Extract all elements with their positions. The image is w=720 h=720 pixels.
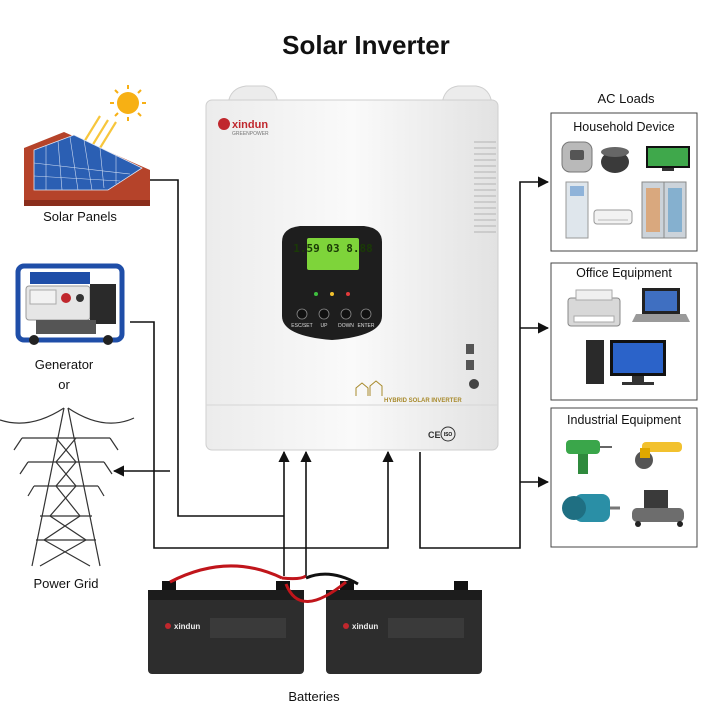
up-key-icon bbox=[318, 308, 330, 320]
down-key-icon bbox=[340, 308, 352, 320]
key-label-enter: ENTER bbox=[358, 323, 375, 329]
diagram-title: Solar Inverter bbox=[282, 30, 450, 60]
drill-icon bbox=[566, 440, 612, 474]
battery-1: xindun bbox=[148, 581, 304, 674]
solar-label: Solar Panels bbox=[43, 209, 117, 224]
product-label: HYBRID SOLAR INVERTER bbox=[384, 398, 462, 404]
air-compressor-icon bbox=[632, 490, 684, 527]
laptop-icon bbox=[632, 288, 690, 322]
output-bus bbox=[419, 176, 550, 549]
angle-grinder-icon bbox=[635, 442, 682, 469]
air-conditioner-icon bbox=[593, 209, 633, 225]
key-label-esc: ESC/SET bbox=[291, 323, 312, 329]
key-label-up: UP bbox=[321, 323, 329, 329]
lcd-screen bbox=[307, 238, 359, 270]
batteries-label: Batteries bbox=[288, 689, 340, 704]
household-box: Household Device bbox=[550, 112, 698, 252]
lcd-readout: 1.59 03 8.88 bbox=[293, 242, 372, 255]
enter-key-icon bbox=[360, 308, 372, 320]
tv-icon bbox=[646, 146, 690, 171]
or-label: or bbox=[58, 377, 70, 392]
rice-cooker-icon bbox=[561, 141, 593, 173]
desktop-computer-icon bbox=[586, 340, 666, 385]
power-tower-icon bbox=[0, 407, 135, 567]
generator-line bbox=[130, 321, 394, 549]
battery-2-brand: xindun bbox=[352, 622, 378, 631]
inverter-unit: xindun GREENPOWER 1.59 03 8.88 ESC/SET U… bbox=[205, 85, 499, 451]
red-cable-top bbox=[169, 564, 283, 584]
battery-2: xindun bbox=[326, 581, 482, 674]
solar-line bbox=[150, 179, 284, 517]
inverter-brand: xindun bbox=[232, 119, 268, 131]
office-label: Office Equipment bbox=[576, 266, 672, 280]
inverter-brand-sub: GREENPOWER bbox=[232, 131, 269, 137]
esc-key-icon bbox=[296, 308, 308, 320]
red-cable-bridge bbox=[284, 580, 347, 603]
battery-1-brand: xindun bbox=[174, 622, 200, 631]
solar-panel-icon bbox=[24, 85, 150, 206]
industrial-label: Industrial Equipment bbox=[567, 413, 681, 427]
ce-mark: CE bbox=[428, 430, 441, 440]
status-leds bbox=[314, 292, 350, 296]
electric-motor-icon bbox=[562, 494, 620, 522]
house-logo-icon bbox=[355, 380, 383, 396]
ac-loads-header: AC Loads bbox=[597, 91, 655, 106]
connection-lines bbox=[112, 176, 550, 576]
generator-icon bbox=[15, 263, 125, 345]
household-label: Household Device bbox=[573, 120, 674, 134]
industrial-box: Industrial Equipment bbox=[550, 407, 698, 548]
generator-label: Generator bbox=[35, 357, 94, 372]
black-cable bbox=[305, 572, 359, 586]
grid-label: Power Grid bbox=[33, 576, 98, 591]
pressure-cooker-icon bbox=[601, 147, 629, 173]
printer-icon bbox=[567, 289, 621, 327]
iso-mark: ISO bbox=[444, 432, 453, 438]
office-box: Office Equipment bbox=[550, 262, 698, 401]
water-dispenser-icon bbox=[565, 181, 589, 239]
key-label-down: DOWN bbox=[338, 323, 354, 329]
refrigerator-icon bbox=[641, 181, 687, 239]
